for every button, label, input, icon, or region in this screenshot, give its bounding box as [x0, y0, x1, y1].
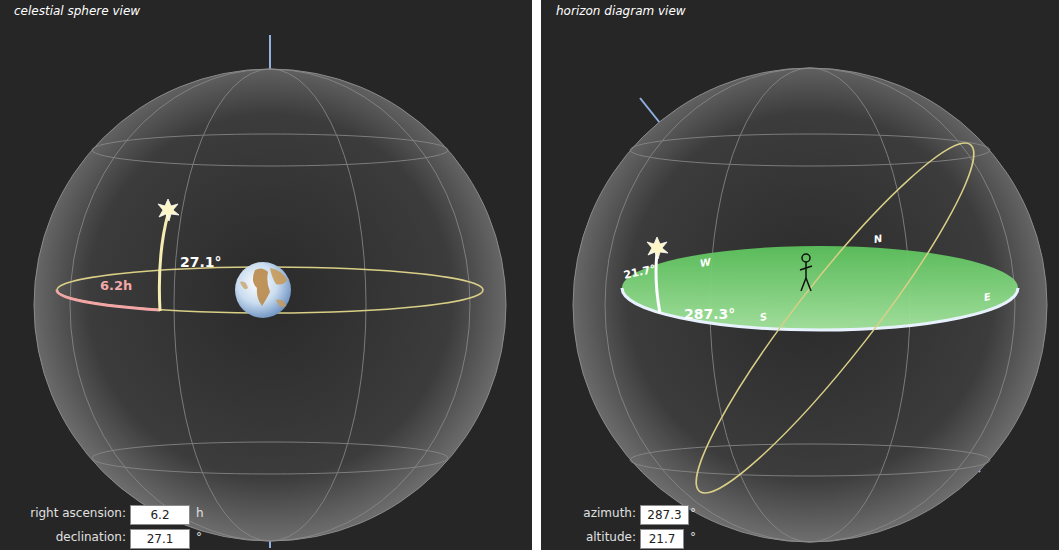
- value-text: 287.3: [641, 506, 688, 524]
- field-label: declination:: [56, 531, 126, 545]
- value-text: 21.7: [641, 530, 683, 548]
- value-box: 6.2: [130, 505, 190, 525]
- value-box: 21.7: [640, 529, 684, 549]
- observer-figure: [800, 254, 812, 291]
- compass-letter: N: [873, 233, 883, 246]
- field-label: azimuth:: [583, 507, 636, 521]
- celestial-sphere: [34, 35, 506, 548]
- compass-letter: W: [699, 256, 712, 269]
- unit-label: °: [196, 531, 202, 545]
- value-box: 27.1: [130, 529, 190, 549]
- value-text: 27.1: [131, 530, 189, 548]
- field-label: altitude:: [586, 531, 636, 545]
- unit-label: °: [690, 507, 696, 521]
- angle-label: 6.2h: [100, 279, 132, 294]
- field-label: right ascension:: [30, 507, 126, 521]
- angle-label: 27.1°: [180, 254, 222, 270]
- earth-globe: [235, 262, 291, 318]
- unit-label: °: [690, 531, 696, 545]
- divider: [532, 0, 541, 550]
- right-panel: [541, 0, 1059, 550]
- horizon-sphere: [573, 68, 1047, 542]
- left-panel: [0, 0, 532, 550]
- value-text: 6.2: [131, 506, 189, 524]
- panel-title: horizon diagram view: [556, 5, 686, 19]
- value-box: 287.3: [640, 505, 689, 525]
- panel-title: celestial sphere view: [14, 5, 140, 19]
- horizon-plane: [622, 246, 1018, 330]
- unit-label: h: [196, 507, 204, 521]
- angle-label: 287.3°: [684, 306, 735, 322]
